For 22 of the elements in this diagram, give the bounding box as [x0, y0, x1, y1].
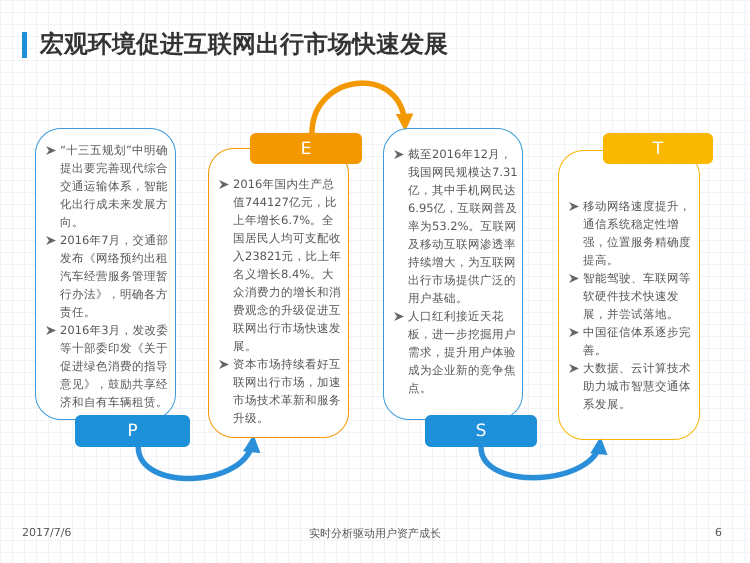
slide-title: 宏观环境促进互联网出行市场快速发展: [40, 29, 448, 60]
letter-tab: E: [250, 133, 362, 164]
bullet-text: “十三五规划”中明确提出要完善现代综合交通运输体系，智能化出行成未来发展方向。: [60, 143, 168, 229]
curved-arrow: [309, 80, 412, 134]
content-card: [35, 128, 176, 420]
bullet-text: 2016年7月，交通部发布《网络预约出租汽车经营服务管理暂行办法》，明确各方责任。: [60, 233, 169, 319]
letter-tab: P: [75, 415, 190, 447]
letter-tab: T: [603, 133, 713, 164]
bullet-text: 2016年3月，发改委等十部委印发《关于促进绿色消费的指导意见》，鼓励共享经济和自有车辆租赁。: [60, 323, 169, 409]
bullet-text: 中国征信体系逐步完善。: [583, 325, 691, 357]
bullet-text: 大数据、云计算技术助力城市智慧交通体系发展。: [583, 361, 691, 411]
footer-date: 2017/7/6: [22, 526, 72, 539]
bullet-text: 资本市场持续看好互联网出行市场，加速市场技术革新和服务升级。: [233, 357, 341, 425]
bullet-text: 2016年国内生产总值744127亿元，比上年增长6.7%。全国居民人均可支配收入23821元，比上年名义增长8.4%。大众消费力的增长和消费观念的升级促进互联网出行市场快速发展。: [233, 177, 342, 353]
bullet-text: 移动网络速度提升，通信系统稳定性增强，位置服务精确度提高。: [583, 199, 691, 267]
letter-tab: S: [425, 415, 537, 447]
bullet-text: 人口红利接近天花板，进一步挖掘用户需求，提升用户体验成为企业新的竞争焦点。: [408, 309, 516, 395]
bullet-text: 智能驾驶、车联网等软硬件技术快速发展，并尝试落地。: [583, 271, 691, 321]
bullet-text: 截至2016年12月，我国网民规模达7.31亿，其中手机网民达6.95亿，互联网普及率为53.2%。互联网及移动互联网渗透率持续增大，为互联网出行市场提供广泛的用户基础。: [408, 147, 518, 305]
page-number: 6: [715, 526, 722, 539]
content-card: [383, 128, 523, 420]
footer-slogan: 实时分析驱动用户资产成长: [309, 526, 441, 541]
